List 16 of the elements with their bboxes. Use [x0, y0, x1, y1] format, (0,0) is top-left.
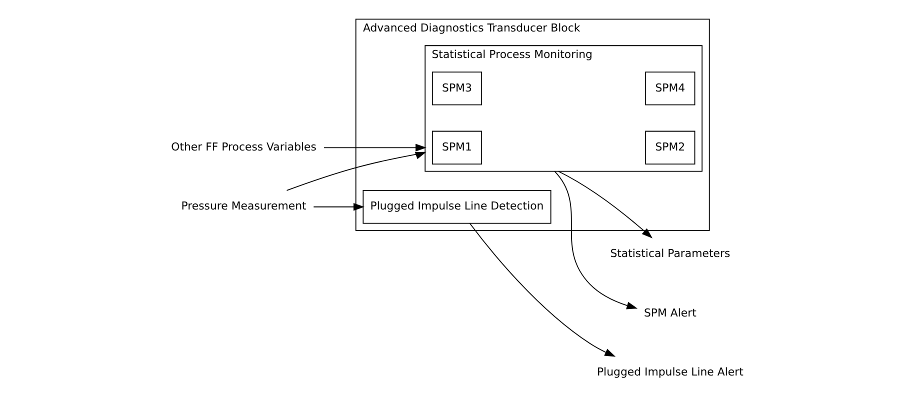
- node-box: SPM2: [645, 130, 696, 165]
- node-text: Statistical Parameters: [610, 247, 730, 260]
- node-text: Pressure Measurement: [181, 200, 306, 213]
- node-text: Plugged Impulse Line Alert: [596, 366, 744, 379]
- node-box: SPM4: [645, 72, 696, 106]
- arrow: [554, 170, 638, 310]
- node-box: SPM3: [432, 72, 482, 106]
- arrow: [324, 144, 426, 152]
- node-text: Other FF Process Variables: [171, 140, 316, 154]
- node-text: SPM Alert: [644, 306, 696, 320]
- node-box: Plugged Impulse Line Detection: [362, 190, 552, 224]
- node-box: SPM1: [432, 130, 482, 165]
- arrow: [469, 223, 616, 357]
- arrow: [286, 152, 426, 191]
- arrow: [313, 203, 364, 211]
- arrow: [558, 170, 653, 238]
